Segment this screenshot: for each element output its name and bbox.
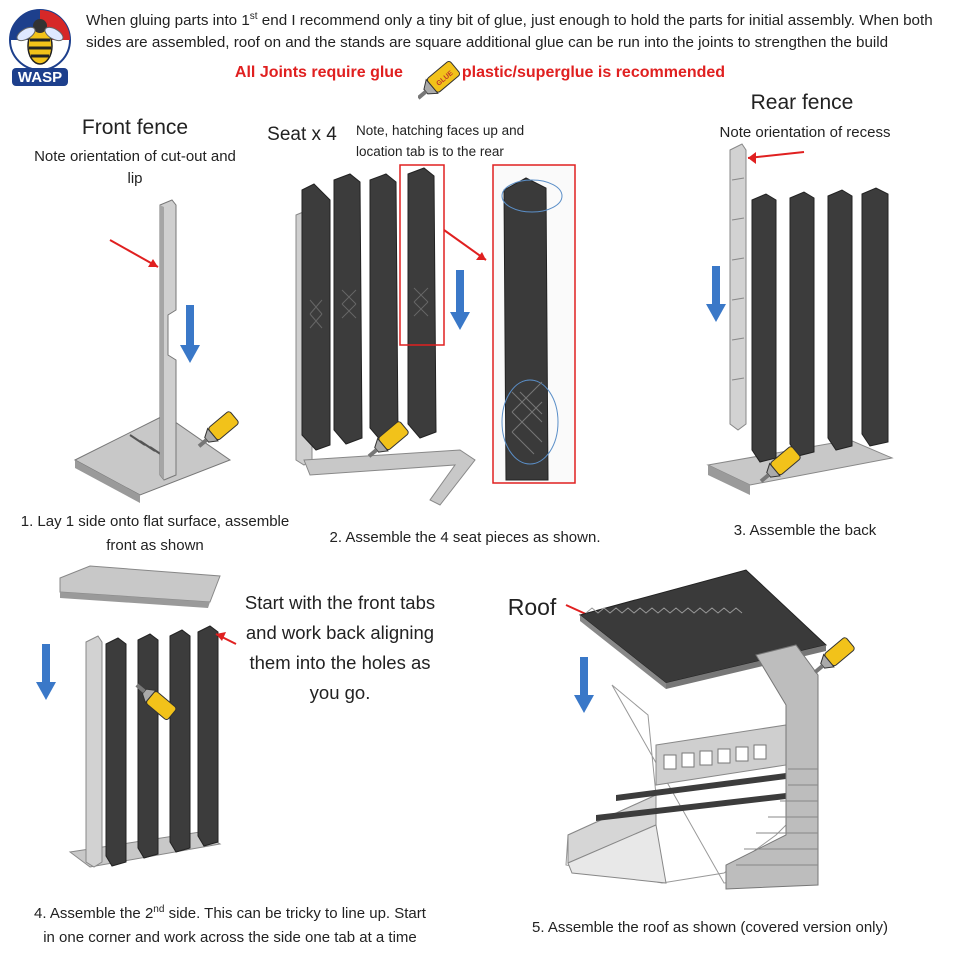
step2-heading: Seat x 4: [267, 124, 337, 145]
step1-heading: Front fence: [81, 116, 189, 139]
brand-logo-icon: WASP: [9, 9, 71, 86]
step4-illustration: [36, 565, 237, 868]
glue-banner-left: All Joints require glue: [234, 64, 403, 81]
step2-note-line1: Note, hatching faces up and: [356, 123, 525, 138]
intro-text-rest: end I recommend only a tiny bit of glue,…: [86, 12, 933, 52]
step3-note: Note orientation of recess: [719, 124, 891, 141]
step3-heading: Rear fence: [750, 91, 854, 114]
step4-note-line3: them into the holes as: [249, 652, 431, 673]
step1-note-line1: Note orientation of cut-out and: [34, 148, 236, 165]
intro-paragraph: When gluing parts into 1st end I recomme…: [86, 6, 936, 54]
step5-heading: Roof: [507, 594, 557, 620]
step5-caption: 5. Assemble the roof as shown (covered v…: [531, 919, 888, 936]
step4-caption: 4. Assemble the 2nd side. This can be tr…: [20, 898, 440, 950]
step1-caption: 1. Lay 1 side onto flat surface, assembl…: [10, 510, 300, 558]
step4-note-line4: you go.: [309, 682, 371, 703]
step4-caption-b: side. This can be tricky to line up. Sta…: [164, 905, 426, 922]
step1-caption-line2: front as shown: [106, 537, 204, 554]
step3-illustration: [706, 143, 894, 495]
step2-illustration: [295, 164, 576, 506]
step4-caption-line2: in one corner and work across the side o…: [43, 929, 417, 946]
step1-illustration: [73, 199, 239, 503]
step2-note: Note, hatching faces up and location tab…: [356, 120, 526, 162]
step1-caption-line1: 1. Lay 1 side onto flat surface, assembl…: [20, 513, 290, 530]
step5-illustration: [565, 569, 855, 890]
svg-text:WASP: WASP: [18, 69, 62, 86]
step3-caption: 3. Assemble the back: [733, 522, 877, 539]
step4-note-line1: Start with the front tabs: [244, 592, 436, 613]
intro-text-start: When gluing parts into 1: [86, 12, 250, 30]
step1-note: Note orientation of cut-out and lip: [20, 146, 250, 190]
glue-banner: All Joints require glue plastic/superglu…: [0, 64, 960, 82]
glue-tube-icon: GLUE: [418, 61, 461, 100]
step1-note-line2: lip: [127, 170, 143, 187]
step4-caption-sup: nd: [153, 904, 165, 915]
step2-note-line2: location tab is to the rear: [356, 144, 504, 159]
step2-caption: 2. Assemble the 4 seat pieces as shown.: [329, 529, 601, 546]
glue-banner-right: plastic/superglue is recommended: [461, 64, 726, 81]
intro-superscript: st: [249, 11, 258, 22]
step4-note-line2: and work back aligning: [245, 622, 435, 643]
step4-caption-a: 4. Assemble the 2: [34, 905, 154, 922]
step4-note: Start with the front tabs and work back …: [230, 588, 450, 708]
